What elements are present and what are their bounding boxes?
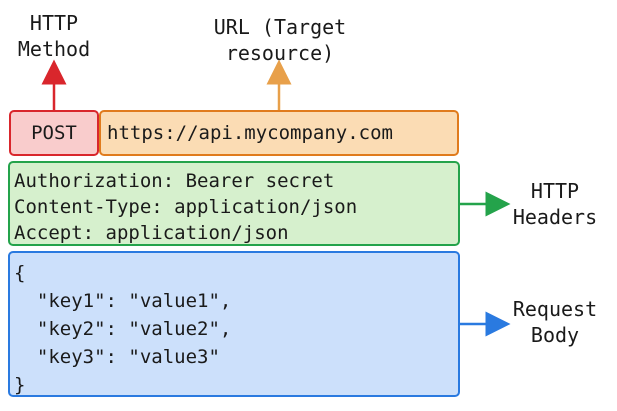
http-method-box: POST <box>9 110 99 156</box>
body-line: "key2": "value2", <box>14 318 232 340</box>
header-line: Content-Type: application/json <box>14 196 358 218</box>
http-headers-label: HTTP Headers <box>512 179 598 229</box>
header-line: Authorization: Bearer secret <box>14 170 335 192</box>
body-line: { <box>14 262 26 284</box>
headers-box: Authorization: Bearer secret Content-Typ… <box>8 161 460 246</box>
body-line: "key1": "value1", <box>14 290 232 312</box>
body-line: "key3": "value3" <box>14 346 220 368</box>
http-method-value: POST <box>31 122 77 144</box>
url-value: https://api.mycompany.com <box>107 122 393 144</box>
header-line: Accept: application/json <box>14 222 289 244</box>
request-body-label: Request Body <box>512 297 598 347</box>
body-line: } <box>14 374 26 396</box>
http-method-label: HTTP Method <box>17 11 91 61</box>
request-body-box: { "key1": "value1", "key2": "value2", "k… <box>8 251 460 397</box>
url-box: https://api.mycompany.com <box>99 110 459 156</box>
